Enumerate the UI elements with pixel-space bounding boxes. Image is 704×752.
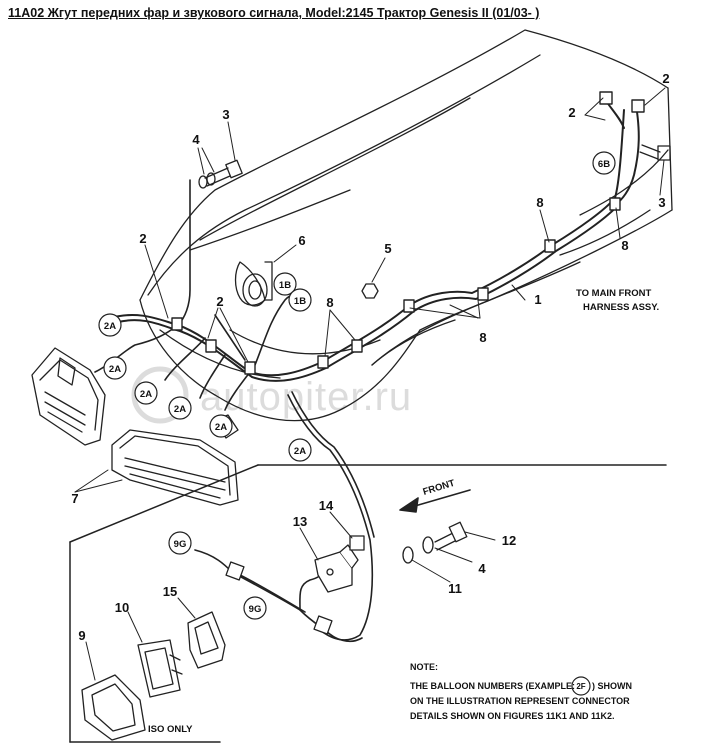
- branch-wires: [94, 179, 375, 641]
- balloon-2a-4-label: 2A: [174, 404, 186, 415]
- balloon-2a-5-label: 2A: [215, 422, 227, 433]
- balloon-1b-1: [273, 272, 297, 296]
- balloon-2a-1: [98, 313, 122, 337]
- clip-2d: [599, 91, 613, 105]
- balloon-2a-6-label: 2A: [294, 446, 306, 457]
- clip-8d: [477, 287, 489, 301]
- note-line3: DETAILS SHOWN ON FIGURES 11K1 AND 11K2.: [410, 711, 615, 721]
- iso-only-label: ISO ONLY: [148, 724, 193, 735]
- balloon-6b: [592, 151, 616, 175]
- lamp-15-icon: [187, 611, 226, 669]
- callout-13: 13: [293, 514, 307, 529]
- nut-icon: [361, 283, 379, 299]
- note-heading: NOTE:: [410, 662, 438, 672]
- callout-2-mid: 2: [216, 294, 223, 309]
- lamp-housing-9-icon: [81, 674, 146, 741]
- balloon-1b-1-label: 1B: [279, 280, 291, 291]
- clip-8c: [403, 299, 415, 313]
- balloon-2a-2-label: 2A: [109, 364, 121, 375]
- clip-8e: [544, 239, 556, 253]
- main-harness-label-line2: HARNESS ASSY.: [583, 302, 659, 313]
- callout-2-far-right: 2: [662, 71, 669, 86]
- callout-5: 5: [384, 241, 391, 256]
- callout-4-lower: 4: [478, 561, 486, 576]
- page-title: 11A02 Жгут передних фар и звукового сигн…: [8, 6, 540, 20]
- note-block: NOTE: THE BALLOON NUMBERS (EXAMPLE: 2F )…: [410, 662, 632, 721]
- harness-clips: [171, 91, 645, 375]
- clip-2a: [171, 317, 183, 331]
- balloon-2a-1-label: 2A: [104, 321, 116, 332]
- balloon-2a-5: [209, 414, 233, 438]
- callout-6: 6: [298, 233, 305, 248]
- balloon-9g-1-label: 9G: [174, 539, 187, 550]
- callout-8-c: 8: [536, 195, 543, 210]
- inset-frame: [69, 464, 667, 743]
- callout-12: 12: [502, 533, 516, 548]
- leader-lines: [74, 87, 666, 681]
- balloon-2a-4: [168, 396, 192, 420]
- balloon-9g-2-label: 9G: [249, 604, 262, 615]
- note-example-balloon: 2F: [576, 682, 585, 691]
- callout-11: 11: [448, 581, 462, 596]
- watermark-text: autopiter.ru: [200, 375, 412, 419]
- balloon-2a-2: [103, 356, 127, 380]
- callout-4-upper: 4: [192, 132, 200, 147]
- callout-14: 14: [319, 498, 334, 513]
- callout-9: 9: [78, 628, 85, 643]
- headlamp-left-icon: [31, 347, 106, 446]
- clip-2b: [205, 339, 217, 353]
- lamp-bezel-10-icon: [137, 639, 183, 698]
- clip-2e: [631, 99, 645, 113]
- balloon-1b-2: [288, 288, 312, 312]
- balloon-2a-6: [288, 438, 312, 462]
- callout-2-left: 2: [139, 231, 146, 246]
- callout-10: 10: [115, 600, 129, 615]
- callout-8-b: 8: [479, 330, 486, 345]
- callout-7: 7: [71, 491, 78, 506]
- bolt-washer-upper-icon: [198, 159, 243, 189]
- balloon-2a-3: [134, 381, 158, 405]
- clip-8f: [609, 197, 621, 211]
- callout-8-a: 8: [326, 295, 333, 310]
- balloon-labels: 2A 2A 2A 2A 2A 2A 1B 1B 6B 9G 9G: [104, 159, 610, 615]
- clip-2c: [244, 361, 256, 375]
- relay-bracket-icon: [314, 535, 365, 593]
- callout-8-d: 8: [621, 238, 628, 253]
- callout-1: 1: [534, 292, 541, 307]
- clip-8a: [317, 355, 329, 369]
- balloon-6b-label: 6B: [598, 159, 610, 170]
- balloon-9g-2: [243, 596, 267, 620]
- callout-numbers: 2 2 2 2 3 3 4 4 5 6 7 8 8 8 8 1 9 10 11 …: [71, 71, 669, 643]
- connector-balloons: [98, 151, 616, 620]
- front-arrow-icon: [399, 489, 471, 513]
- horn-icon: [242, 261, 273, 307]
- note-line1-start: THE BALLOON NUMBERS (EXAMPLE:: [410, 681, 575, 691]
- washer-bolt-lower-icon: [402, 521, 468, 564]
- main-harness-label-line1: TO MAIN FRONT: [576, 288, 651, 299]
- watermark: autopiter.ru: [131, 366, 412, 424]
- callout-15: 15: [163, 584, 177, 599]
- callout-2-right: 2: [568, 105, 575, 120]
- balloon-2a-3-label: 2A: [140, 389, 152, 400]
- note-line2: ON THE ILLUSTRATION REPRESENT CONNECTOR: [410, 696, 630, 706]
- callout-3-right: 3: [658, 195, 665, 210]
- note-balloon: [571, 676, 591, 696]
- clip-8b: [351, 339, 363, 353]
- balloon-1b-2-label: 1B: [294, 296, 306, 307]
- note-line1-end: ) SHOWN: [592, 681, 632, 691]
- balloon-9g-1: [168, 531, 192, 555]
- connector-9g-icon: [225, 561, 333, 635]
- callout-3-upper: 3: [222, 107, 229, 122]
